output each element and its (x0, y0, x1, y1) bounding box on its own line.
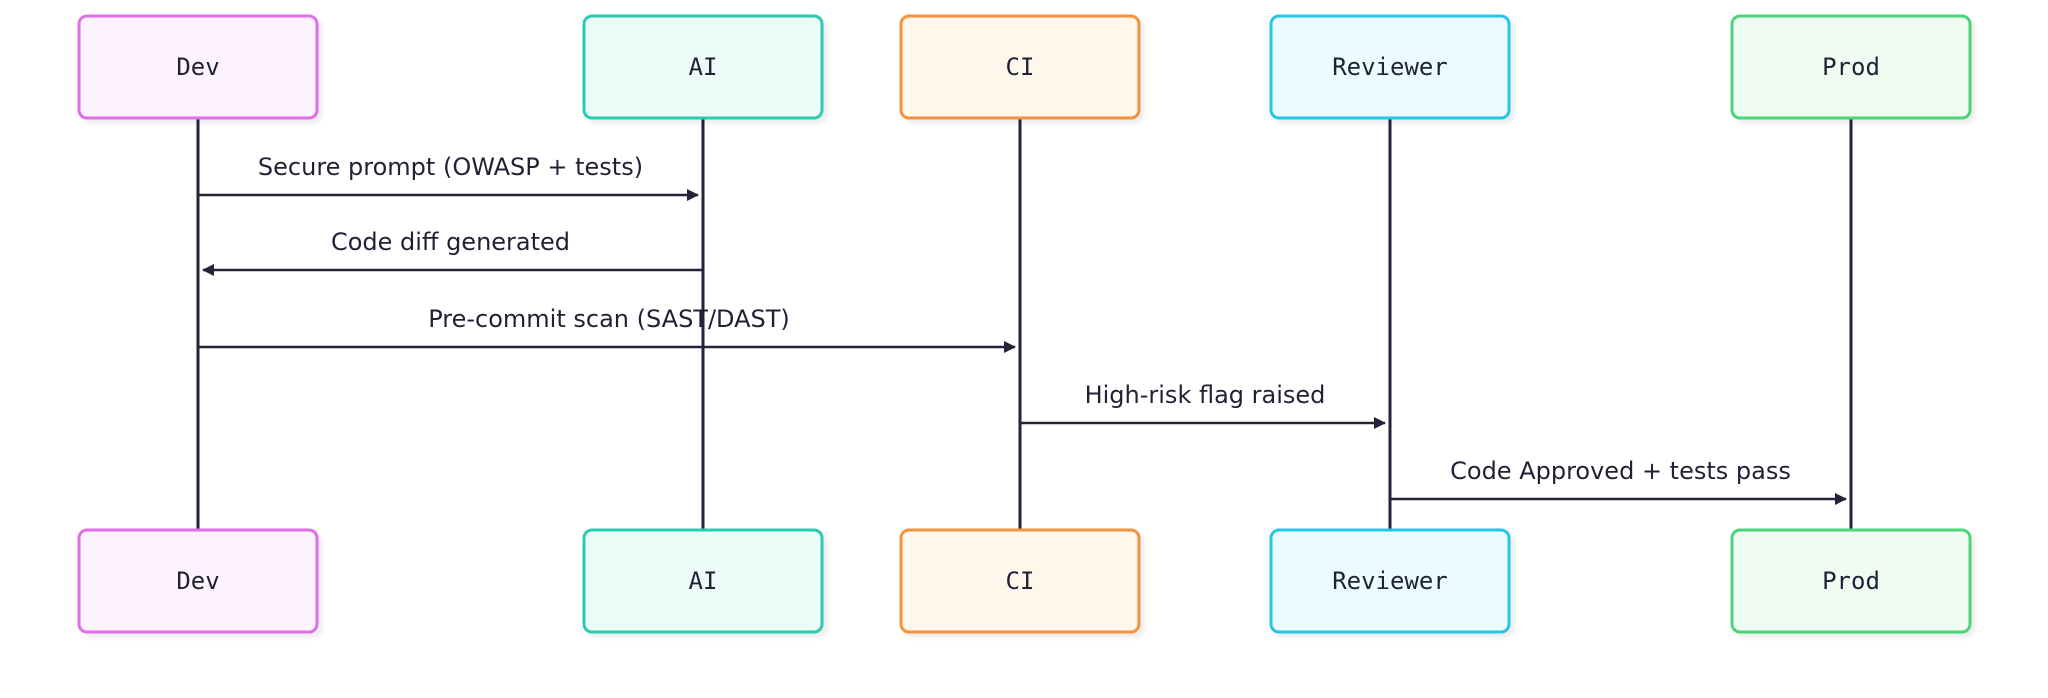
message-label: Pre-commit scan (SAST/DAST) (428, 305, 790, 333)
message-ai-to-dev: Code diff generated (202, 228, 703, 276)
lifelines (196, 118, 1853, 530)
actor-label: AI (689, 53, 718, 81)
actor-label: CI (1006, 53, 1035, 81)
actor-box (582, 14, 824, 120)
actor-box (899, 14, 1141, 120)
actor-box (1269, 14, 1511, 120)
actor-label: AI (689, 567, 718, 595)
message-label: Code Approved + tests pass (1450, 457, 1791, 485)
actor-box (1269, 528, 1511, 634)
message-dev-to-ai: Secure prompt (OWASP + tests) (198, 153, 699, 201)
actors-bottom: Dev AI CI Reviewer Prod (77, 528, 1972, 634)
actor-box (77, 528, 319, 634)
actor-label: Dev (176, 567, 219, 595)
actor-dev-top: Dev (77, 14, 319, 120)
message-label: Code diff generated (331, 228, 570, 256)
actor-dev-bottom: Dev (77, 528, 319, 634)
actor-label: Reviewer (1332, 567, 1448, 595)
actor-prod-bottom: Prod (1730, 528, 1972, 634)
actor-label: Prod (1822, 567, 1880, 595)
actor-box (582, 528, 824, 634)
actor-box (1730, 14, 1972, 120)
actor-ci-bottom: CI (899, 528, 1141, 634)
actor-label: Reviewer (1332, 53, 1448, 81)
actor-label: Dev (176, 53, 219, 81)
actor-box (899, 528, 1141, 634)
actor-reviewer-top: Reviewer (1269, 14, 1511, 120)
messages: Secure prompt (OWASP + tests) Code diff g… (198, 153, 1847, 505)
actor-prod-top: Prod (1730, 14, 1972, 120)
message-dev-to-ci: Pre-commit scan (SAST/DAST) (198, 305, 1016, 353)
actor-box (77, 14, 319, 120)
actor-ai-bottom: AI (582, 528, 824, 634)
actor-ci-top: CI (899, 14, 1141, 120)
actors-top: Dev AI CI Reviewer Prod (77, 14, 1972, 120)
message-label: Secure prompt (OWASP + tests) (258, 153, 643, 181)
message-label: High-risk flag raised (1085, 381, 1326, 409)
actor-box (1730, 528, 1972, 634)
message-reviewer-to-prod: Code Approved + tests pass (1390, 457, 1847, 505)
actor-reviewer-bottom: Reviewer (1269, 528, 1511, 634)
actor-label: Prod (1822, 53, 1880, 81)
actor-ai-top: AI (582, 14, 824, 120)
actor-label: CI (1006, 567, 1035, 595)
message-ci-to-reviewer: High-risk flag raised (1020, 381, 1386, 429)
